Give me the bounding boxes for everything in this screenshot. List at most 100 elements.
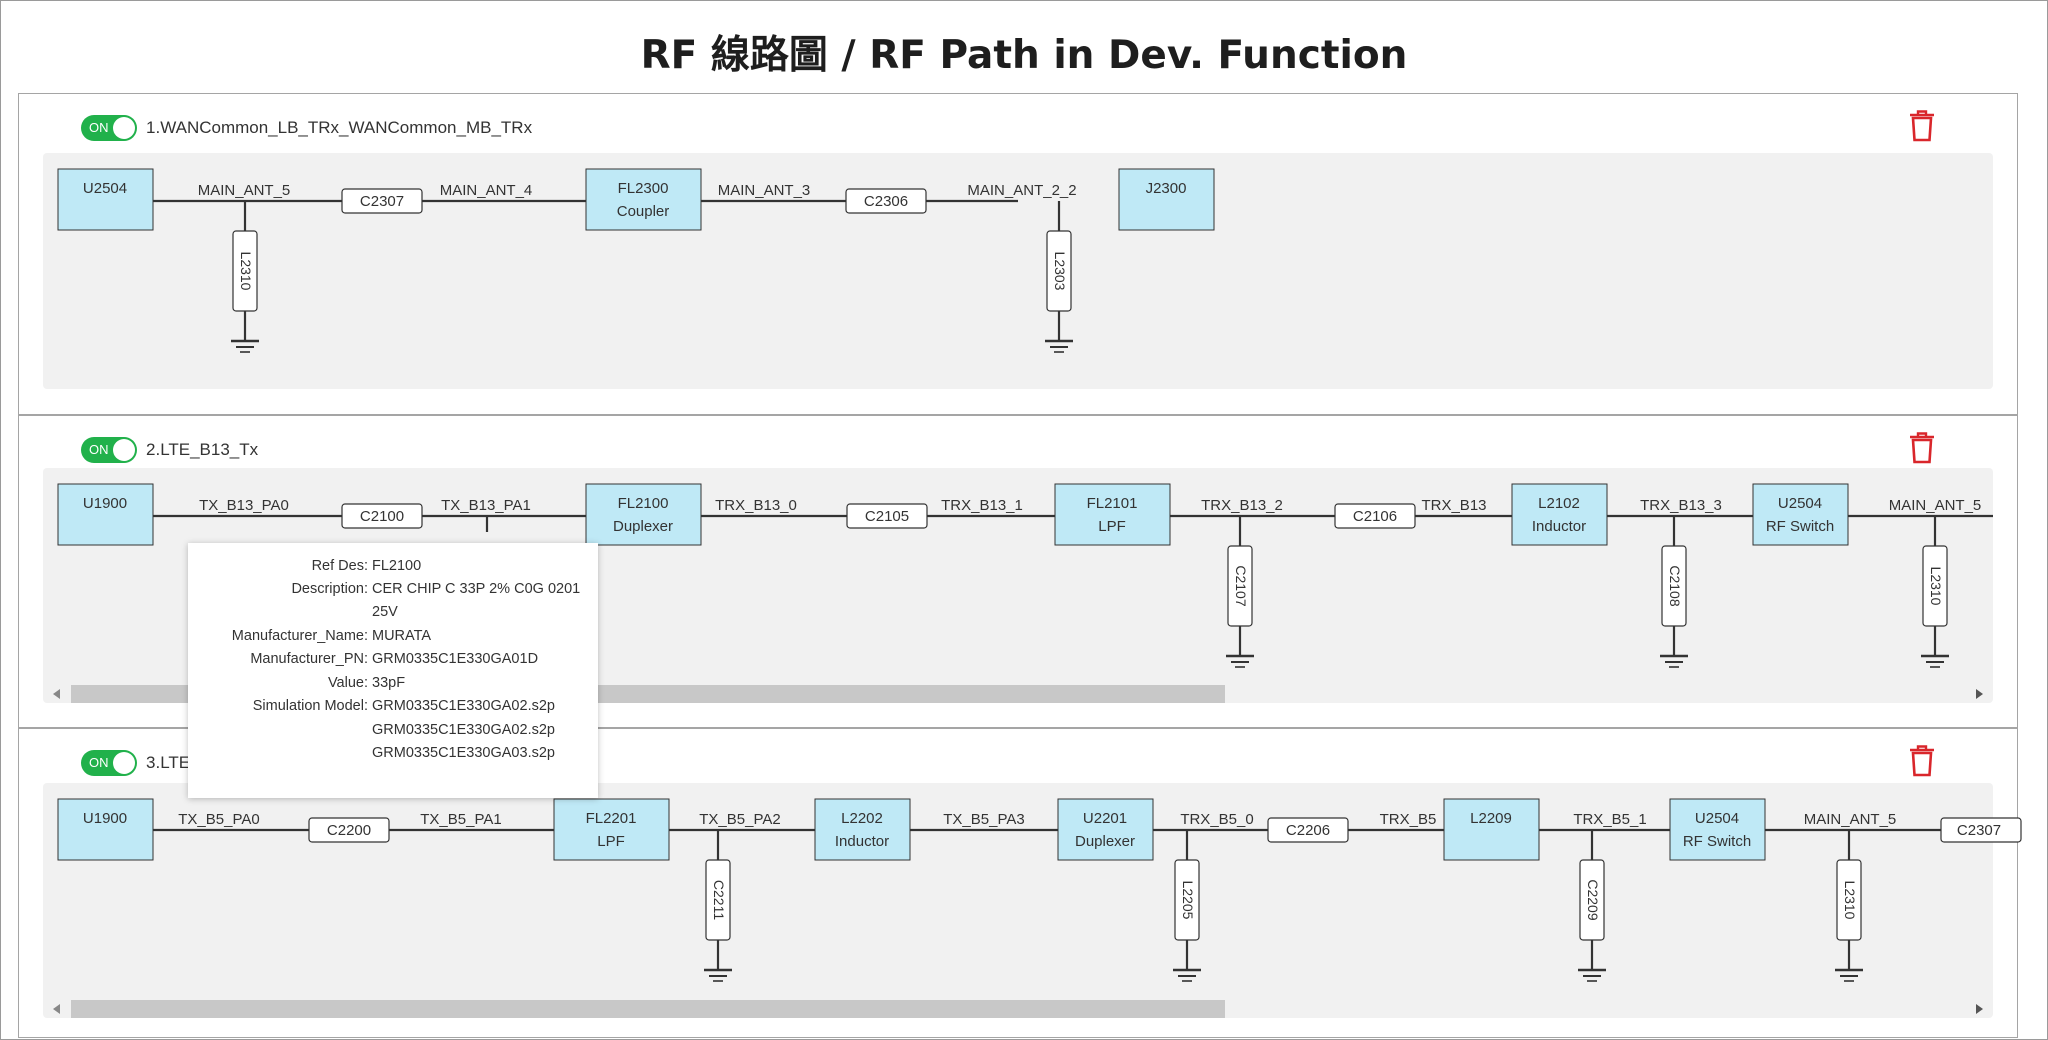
net-label: MAIN_ANT_5 — [1804, 811, 1897, 828]
series-component[interactable]: C2106 — [1334, 503, 1416, 529]
component-block[interactable]: J2300 — [1118, 168, 1215, 231]
svg-text:C2100: C2100 — [360, 508, 404, 525]
path-enable-toggle[interactable]: ON — [81, 437, 137, 463]
component-block[interactable]: U2504 — [57, 168, 154, 231]
shunt-component[interactable]: L2310 — [1921, 516, 1949, 668]
svg-text:C2105: C2105 — [865, 508, 909, 525]
tooltip-value: 25V — [372, 604, 398, 620]
series-component[interactable]: C2306 — [845, 188, 927, 214]
shunt-component[interactable]: C2108 — [1660, 516, 1688, 668]
block-ref: L2202 — [841, 810, 883, 827]
series-component[interactable]: C2100 — [341, 503, 423, 529]
tooltip-key: Ref Des: — [311, 558, 368, 574]
component-block[interactable]: U2201 Duplexer — [1057, 798, 1154, 861]
rf-path-panel-3: ON 3.LTE_B5_Tx U1900 FL2201 LPF L2202 In… — [18, 728, 2022, 1038]
ground-symbol-icon — [1226, 654, 1254, 668]
block-sub: Inductor — [835, 833, 889, 850]
net-label: TRX_B5 — [1380, 811, 1437, 828]
component-block[interactable]: FL2201 LPF — [553, 798, 670, 861]
tooltip-value: CER CHIP C 33P 2% C0G 0201 — [372, 581, 581, 597]
svg-text:C2306: C2306 — [864, 193, 908, 210]
path-enable-toggle[interactable]: ON — [81, 115, 137, 141]
component-block[interactable]: L2209 — [1443, 798, 1540, 861]
svg-text:C2206: C2206 — [1286, 822, 1330, 839]
tooltip-value: MURATA — [372, 628, 432, 644]
component-block[interactable]: L2102 Inductor — [1511, 483, 1608, 546]
svg-text:C2307: C2307 — [1957, 822, 2001, 839]
scroll-left-arrow-icon[interactable] — [53, 689, 60, 699]
component-info-tooltip: Ref Des: FL2100 Description: CER CHIP C … — [188, 543, 598, 798]
horizontal-scrollbar[interactable] — [43, 1000, 1993, 1018]
scroll-right-arrow-icon[interactable] — [1976, 689, 1983, 699]
path-enable-toggle[interactable]: ON — [81, 750, 137, 776]
tooltip-key: Value: — [327, 675, 368, 691]
series-component[interactable]: C2307 — [1940, 817, 2022, 843]
path-index: 2. — [146, 440, 161, 459]
series-component[interactable]: C2307 — [341, 188, 423, 214]
path-diagram: U2504 FL2300 Coupler J2300 C2307 C2306 M… — [57, 168, 1215, 353]
net-label: TX_B5_PA0 — [178, 811, 259, 828]
page-title: RF 線路圖 / RF Path in Dev. Function — [640, 33, 1408, 78]
component-block[interactable]: L2202 Inductor — [814, 798, 911, 861]
svg-text:C2107: C2107 — [1233, 565, 1249, 606]
rf-path-header: ON 1.WANCommon_LB_TRx_WANCommon_MB_TRx — [81, 114, 532, 142]
ground-symbol-icon — [1835, 968, 1863, 982]
shunt-component[interactable]: L2303 — [1045, 201, 1073, 353]
block-ref: U1900 — [83, 495, 127, 512]
component-block[interactable]: U2504 RF Switch — [1669, 798, 1766, 861]
series-component[interactable]: C2105 — [846, 503, 928, 529]
svg-text:C2211: C2211 — [711, 880, 727, 920]
series-component[interactable]: C2206 — [1267, 817, 1349, 843]
trash-icon[interactable] — [1909, 432, 1935, 464]
component-block[interactable]: U1900 — [57, 798, 154, 861]
tooltip-value: GRM0335C1E330GA01D — [372, 651, 539, 667]
net-label: TX_B13_PA1 — [441, 497, 531, 514]
scroll-right-arrow-icon[interactable] — [1976, 1004, 1983, 1014]
net-label: TX_B5_PA3 — [943, 811, 1024, 828]
toggle-knob — [113, 752, 135, 774]
series-component[interactable]: C2200 — [308, 817, 390, 843]
component-block[interactable]: FL2300 Coupler — [585, 168, 702, 231]
shunt-component[interactable]: C2209 — [1578, 830, 1606, 982]
shunt-component[interactable]: L2310 — [231, 201, 259, 353]
net-label: MAIN_ANT_4 — [440, 182, 533, 199]
component-block[interactable]: FL2100 Duplexer — [585, 483, 702, 546]
path-index: 1. — [146, 118, 161, 137]
path-name: WANCommon_LB_TRx_WANCommon_MB_TRx — [160, 118, 533, 137]
svg-text:C2307: C2307 — [360, 193, 404, 210]
ground-symbol-icon — [704, 968, 732, 982]
block-sub: Inductor — [1532, 518, 1586, 535]
trash-icon[interactable] — [1909, 745, 1935, 777]
component-block[interactable]: U1900 — [57, 483, 154, 546]
block-ref: U2504 — [1695, 810, 1739, 827]
path-title: 2.LTE_B13_Tx — [146, 440, 258, 460]
net-label: TX_B5_PA2 — [699, 811, 780, 828]
path-index: 3. — [146, 753, 161, 772]
trash-icon[interactable] — [1909, 110, 1935, 142]
block-sub: LPF — [597, 833, 625, 850]
svg-text:L2205: L2205 — [1180, 881, 1196, 920]
block-sub: Coupler — [617, 203, 670, 220]
net-label: TRX_B5_0 — [1180, 811, 1253, 828]
shunt-component[interactable]: L2310 — [1835, 830, 1863, 982]
block-ref: FL2101 — [1087, 495, 1138, 512]
toggle-knob — [113, 439, 135, 461]
block-sub: Duplexer — [613, 518, 673, 535]
toggle-label: ON — [89, 120, 109, 135]
shunt-component[interactable]: C2211 — [704, 830, 732, 982]
shunt-component[interactable]: C2107 — [1226, 516, 1254, 668]
ground-symbol-icon — [231, 339, 259, 353]
svg-text:C2200: C2200 — [327, 822, 371, 839]
path-title: 1.WANCommon_LB_TRx_WANCommon_MB_TRx — [146, 118, 532, 138]
block-ref: U2504 — [83, 180, 127, 197]
component-block[interactable]: FL2101 LPF — [1054, 483, 1171, 546]
scroll-left-arrow-icon[interactable] — [53, 1004, 60, 1014]
tooltip-value: GRM0335C1E330GA02.s2p — [372, 698, 555, 714]
component-block[interactable]: U2504 RF Switch — [1752, 483, 1849, 546]
net-label: TRX_B13 — [1421, 497, 1486, 514]
shunt-component[interactable]: L2205 — [1173, 830, 1201, 982]
ground-symbol-icon — [1660, 654, 1688, 668]
block-ref: J2300 — [1146, 180, 1187, 197]
toggle-label: ON — [89, 442, 109, 457]
scrollbar-thumb[interactable] — [71, 1000, 1225, 1018]
